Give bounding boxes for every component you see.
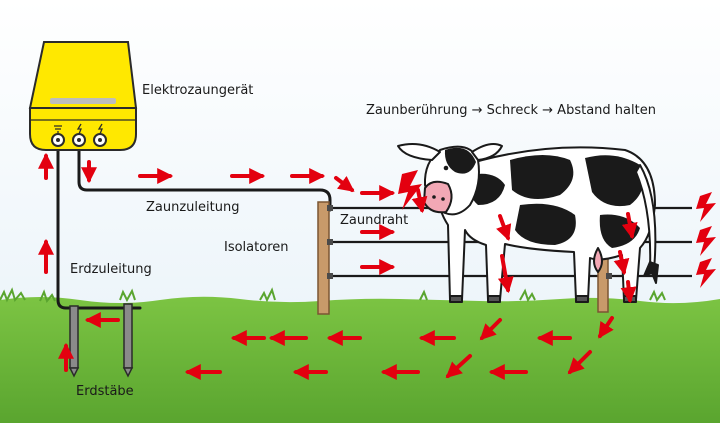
label-insulators: Isolatoren <box>224 240 289 255</box>
cow-ear-left <box>397 143 441 161</box>
grass-tufts <box>0 287 666 304</box>
label-headline: Zaunberührung → Schreck → Abstand halten <box>366 103 656 118</box>
cow-ear-right <box>471 143 503 161</box>
label-fence-lead: Zaunzuleitung <box>146 200 240 215</box>
cow-muzzle <box>423 180 453 214</box>
energizer-device <box>28 41 138 151</box>
cow-illustration <box>397 143 659 303</box>
label-fence-wire: Zaundraht <box>340 213 409 228</box>
cow-udder <box>593 247 603 273</box>
earth-symbol-icon <box>54 125 62 133</box>
fence-post-left <box>317 201 330 315</box>
label-energizer: Elektrozaungerät <box>142 83 254 98</box>
label-earth-rods: Erdstäbe <box>76 384 134 399</box>
label-earth-lead: Erdzuleitung <box>70 262 152 277</box>
fence-lead-wire <box>77 146 332 212</box>
earth-rods <box>68 303 134 378</box>
current-flow-arrows <box>38 152 638 380</box>
bolt-symbol-icon <box>76 123 82 135</box>
energizer-display-strip <box>50 98 116 104</box>
lightning-bolt-icon <box>398 170 716 288</box>
grass-ground <box>0 296 720 423</box>
bolt-symbol-icon <box>97 123 103 135</box>
earth-lead-wire <box>56 146 142 310</box>
